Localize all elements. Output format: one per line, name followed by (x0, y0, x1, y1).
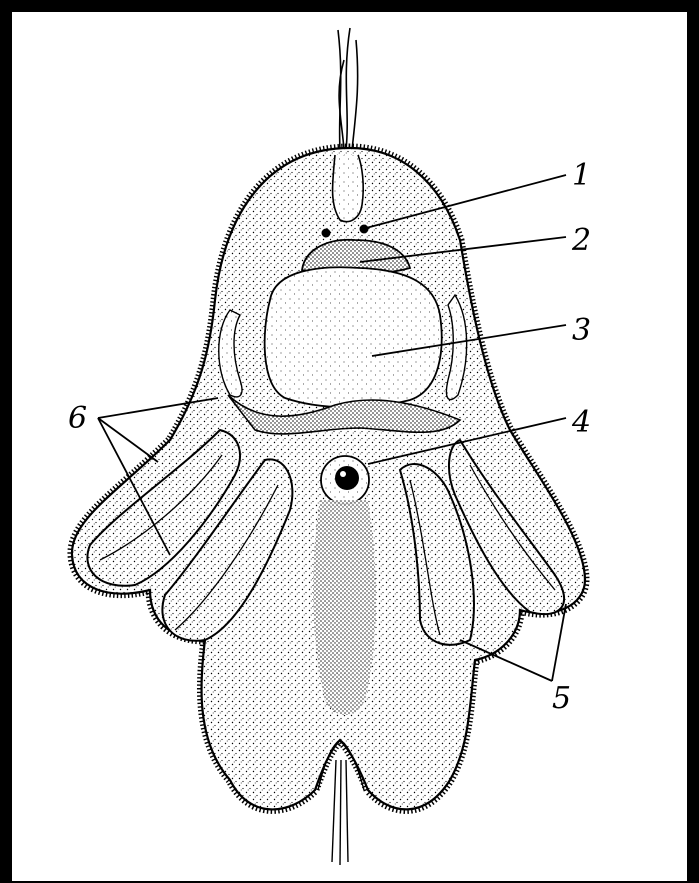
label-3: 3 (572, 313, 591, 348)
label-6: 6 (68, 401, 87, 436)
label-2: 2 (571, 223, 591, 258)
ventral-groove (313, 500, 376, 715)
label-1: 1 (572, 158, 591, 193)
mouth (321, 456, 369, 504)
larva-diagram: 1 2 3 4 5 6 (12, 12, 687, 881)
illustration-panel: 1 2 3 4 5 6 (12, 12, 687, 881)
apical-organ (333, 155, 364, 222)
apical-tuft (338, 28, 358, 150)
label-4: 4 (571, 405, 591, 440)
internal-mass (265, 267, 442, 407)
label-5: 5 (552, 681, 571, 716)
